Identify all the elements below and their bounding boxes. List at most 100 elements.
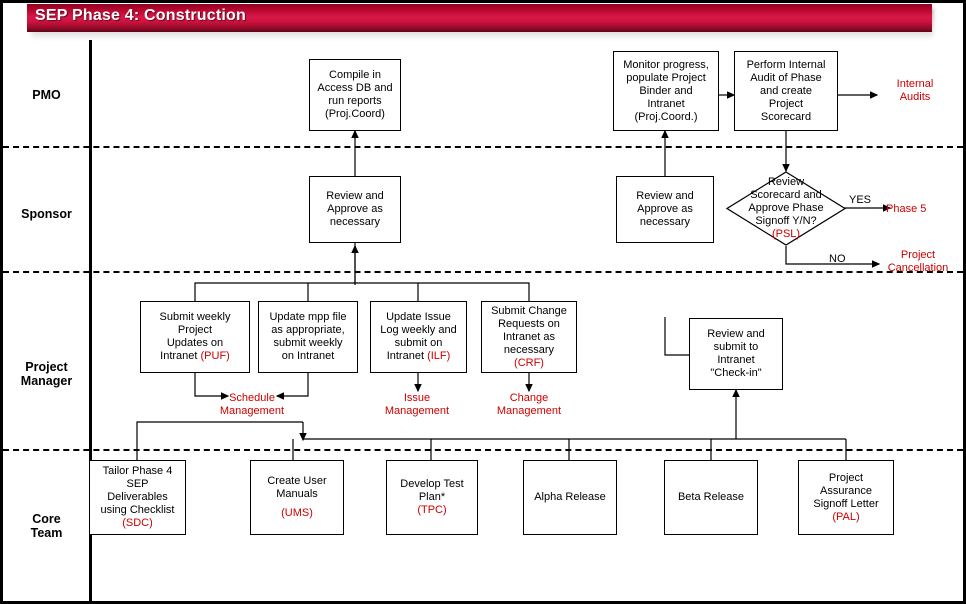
swimlane-label-divider xyxy=(89,40,92,601)
node-submit-change-requests[interactable]: Submit Change Requests on Intranet as ne… xyxy=(481,301,577,373)
frame-border-bottom xyxy=(0,601,966,604)
node-line: run reports xyxy=(328,95,382,107)
node-perform-internal-audit[interactable]: Perform Internal Audit of Phase and crea… xyxy=(734,51,838,131)
node-line: Assurance xyxy=(820,484,872,497)
node-line: Submit weekly xyxy=(159,311,231,323)
swimlane-label-sponsor: Sponsor xyxy=(21,207,72,221)
swimlane-divider-pmo-sponsor xyxy=(3,146,963,148)
node-line: Review and xyxy=(636,190,694,202)
node-sponsor-review-right[interactable]: Review and Approve as necessary xyxy=(616,176,714,243)
node-line: Create User xyxy=(267,475,327,487)
node-line: Project xyxy=(177,324,213,336)
node-line: Submit Change xyxy=(491,304,567,317)
node-alpha-release[interactable]: Alpha Release xyxy=(523,460,617,535)
node-line-with-code: Intranet (ILF) xyxy=(387,350,451,363)
node-line-with-code: Intranet (PUF) xyxy=(160,350,230,363)
node-line: Tailor Phase 4 xyxy=(102,465,173,477)
node-update-issue-log[interactable]: Update Issue Log weekly and submit on In… xyxy=(370,301,467,373)
node-submit-weekly-updates[interactable]: Submit weekly Project Updates on Intrane… xyxy=(140,301,250,373)
node-tailor-deliverables[interactable]: Tailor Phase 4 SEP Deliverables using Ch… xyxy=(89,460,186,535)
node-review-submit-checkin[interactable]: Review and submit to Intranet "Check-in" xyxy=(689,318,783,390)
node-code: (ILF) xyxy=(427,350,451,362)
edge-label-yes: YES xyxy=(849,194,872,206)
node-code: (PAL) xyxy=(832,510,860,523)
node-line: Alpha Release xyxy=(534,491,606,503)
node-code: (UMS) xyxy=(281,507,313,519)
node-line: Signoff Y/N? xyxy=(755,215,817,227)
node-line: Scorecard and xyxy=(750,189,822,201)
node-line: Updates on xyxy=(166,337,224,349)
node-line: Intranet as xyxy=(503,330,555,343)
node-code: (CRF) xyxy=(514,356,544,369)
node-line: Signoff Letter xyxy=(813,497,879,510)
node-line: Log weekly and xyxy=(380,324,457,336)
node-line: submit weekly xyxy=(273,337,343,349)
node-line: Project xyxy=(768,97,804,110)
node-line: Requests on xyxy=(498,317,560,330)
frame-border-right xyxy=(963,0,966,604)
node-code: (SDC) xyxy=(122,517,153,529)
node-line: (Proj.Coord) xyxy=(325,108,385,120)
node-line: Manuals xyxy=(276,488,318,500)
node-line: necessary xyxy=(639,216,691,228)
node-line: Beta Release xyxy=(677,491,745,503)
decision-review-scorecard[interactable]: Review Scorecard and Approve Phase Signo… xyxy=(726,171,846,246)
node-beta-release[interactable]: Beta Release xyxy=(664,460,758,535)
node-line: and create xyxy=(760,84,812,97)
node-line: Intranet xyxy=(160,350,201,362)
node-monitor-progress[interactable]: Monitor progress, populate Project Binde… xyxy=(613,51,719,131)
node-line: Intranet xyxy=(717,354,755,366)
node-line: "Check-in" xyxy=(710,367,762,379)
node-line: on Intranet xyxy=(281,350,335,362)
frame-border-left xyxy=(0,0,3,604)
node-line: Review and xyxy=(326,190,384,202)
node-line: Intranet xyxy=(386,350,428,362)
node-line: (Proj.Coord.) xyxy=(634,110,698,123)
node-line: Plan* xyxy=(418,491,446,503)
node-line: Deliverables xyxy=(107,491,168,503)
page-title: SEP Phase 4: Construction xyxy=(35,7,246,24)
node-line: Perform Internal xyxy=(746,58,826,71)
diamond-shape xyxy=(726,171,846,246)
node-code: (PSL) xyxy=(771,228,801,240)
node-line: Access DB and xyxy=(317,82,393,94)
node-line: as appropriate, xyxy=(271,324,345,336)
node-compile-access-db[interactable]: Compile in Access DB and run reports (Pr… xyxy=(309,59,401,131)
node-line: Review and xyxy=(707,328,765,340)
frame-border-top xyxy=(0,0,966,3)
node-line: submit to xyxy=(713,341,759,353)
node-line: Audit of Phase xyxy=(750,71,822,84)
node-code: (PUF) xyxy=(200,350,230,362)
node-line: populate Project xyxy=(626,71,706,84)
swimlane-divider-sponsor-pm xyxy=(3,271,963,273)
node-line: Monitor progress, xyxy=(623,58,709,71)
swimlane-label-pmo: PMO xyxy=(32,88,61,102)
node-line: Develop Test xyxy=(400,478,464,490)
node-line: Project xyxy=(828,471,864,484)
node-line: necessary xyxy=(503,343,555,356)
node-line: Binder and xyxy=(639,84,693,97)
node-line: Intranet xyxy=(647,97,685,110)
node-line: necessary xyxy=(329,216,381,228)
node-line: Update mpp file xyxy=(269,311,347,323)
node-sponsor-review-left[interactable]: Review and Approve as necessary xyxy=(309,176,401,243)
swimlane-divider-pm-core xyxy=(3,449,963,451)
node-update-mpp-file[interactable]: Update mpp file as appropriate, submit w… xyxy=(258,301,358,373)
decision-text: Review Scorecard and Approve Phase Signo… xyxy=(726,171,846,246)
node-create-user-manuals[interactable]: Create User Manuals (UMS) xyxy=(250,460,344,535)
node-line: Compile in xyxy=(329,69,381,81)
node-line: Update Issue xyxy=(386,311,451,323)
node-line: submit on xyxy=(394,337,443,349)
node-develop-test-plan[interactable]: Develop Test Plan* (TPC) xyxy=(386,460,478,535)
node-line: Approve as xyxy=(327,203,383,215)
node-project-assurance-letter[interactable]: Project Assurance Signoff Letter (PAL) xyxy=(798,460,894,535)
node-code: (TPC) xyxy=(417,504,447,516)
